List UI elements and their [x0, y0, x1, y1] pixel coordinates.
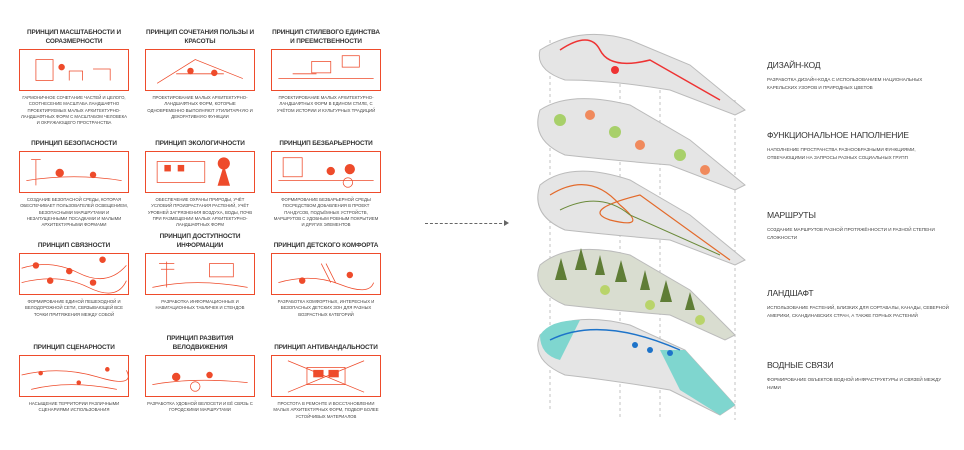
principle-description: Формирование единой пешеходной и велодор…: [25, 299, 123, 317]
principle-card: Принцип безопасности Создание безопасной…: [18, 128, 130, 230]
principle-illustration: [19, 355, 129, 397]
layer-description: Формирование объектов водной инфраструкт…: [767, 377, 942, 390]
layer-caption: Водные связиФормирование объектов водной…: [767, 360, 952, 391]
layer-design-code: [538, 33, 746, 116]
layer-water: [537, 318, 736, 416]
dashed-arrow: [425, 220, 509, 226]
principle-card: Принцип экологичности Обеспечение охраны…: [144, 128, 256, 230]
principle-title: Принцип безбарьерности: [279, 140, 373, 147]
layer-routes: [537, 170, 746, 266]
principle-title: Принцип экологичности: [155, 140, 245, 147]
principle-illustration: [19, 49, 129, 91]
layer-description: Наполнение пространства разнообразными ф…: [767, 147, 916, 160]
principle-card: Принцип доступности информации Разработк…: [144, 230, 256, 332]
layer-title: Маршруты: [767, 210, 816, 220]
principle-title: Принцип доступности информации: [159, 233, 241, 249]
principle-title: Принцип развития велодвижения: [166, 335, 234, 351]
principle-description: Разработка комфортных, интересных и безо…: [277, 299, 375, 317]
principle-card: Принцип стилевого единства и преемственн…: [270, 26, 382, 128]
principle-title: Принцип сценарности: [33, 344, 115, 351]
principle-title: Принцип сочетания пользы и красоты: [146, 29, 254, 45]
principle-card: Принцип безбарьерности Формирование безб…: [270, 128, 382, 230]
layers-axonometry: [537, 33, 746, 420]
principle-illustration: [19, 151, 129, 193]
principle-illustration: [271, 355, 381, 397]
principle-card: Принцип связности Формирование единой пе…: [18, 230, 130, 332]
principle-illustration: [271, 49, 381, 91]
principle-illustration: [19, 253, 129, 295]
principle-description: Разработка удобной велосети и её связь с…: [147, 401, 253, 413]
principle-description: Проектирование малых архитектурно-ландша…: [147, 95, 253, 119]
principle-description: Простота в ремонте и восстановлении малы…: [273, 401, 379, 419]
principle-description: Создание безопасной среды, которая обесп…: [20, 197, 128, 228]
layer-title: Дизайн-код: [767, 60, 821, 70]
layer-title: Функциональное наполнение: [767, 130, 909, 140]
layer-title: Водные связи: [767, 360, 834, 370]
layer-caption: Функциональное наполнениеНаполнение прос…: [767, 130, 952, 161]
principle-card: Принцип антивандальности Простота в ремо…: [270, 332, 382, 434]
principle-title: Принцип масштабности и соразмерности: [27, 29, 121, 45]
principle-card: Принцип масштабности и соразмерности Гар…: [18, 26, 130, 128]
layer-caption: МаршрутыСоздание маршрутов разной протяж…: [767, 210, 952, 241]
layer-landscape: [537, 248, 736, 341]
layer-title: Ландшафт: [767, 288, 814, 298]
principle-description: Проектирование малых архитектурно-ландша…: [276, 95, 376, 113]
principle-title: Принцип стилевого единства и преемственн…: [272, 29, 380, 45]
principle-description: Формирование безбарьерной среды посредст…: [273, 197, 379, 228]
principle-card: Принцип развития велодвижения Разработка…: [144, 332, 256, 434]
principle-description: Насыщение территории различными сценария…: [28, 401, 120, 413]
principle-illustration: [145, 151, 255, 193]
principle-description: Разработка информационных и навигационны…: [155, 299, 245, 311]
principle-illustration: [271, 253, 381, 295]
layer-functions: [537, 98, 746, 191]
principle-card: Принцип детского комфорта Разработка ком…: [270, 230, 382, 332]
principle-title: Принцип безопасности: [31, 140, 117, 147]
layer-caption: ЛандшафтИспользование растений, близких …: [767, 288, 952, 319]
layer-description: Создание маршрутов разной протяжённости …: [767, 227, 935, 240]
layer-description: Использование растений, близких для Сорт…: [767, 305, 949, 318]
layer-description: Разработка дизайн-кода с использованием …: [767, 77, 923, 90]
principle-illustration: [145, 253, 255, 295]
principle-description: Гармоничное сочетание частей и целого, с…: [20, 95, 128, 126]
principle-illustration: [145, 49, 255, 91]
principle-title: Принцип связности: [37, 242, 111, 249]
principle-illustration: [271, 151, 381, 193]
principle-card: Принцип сочетания пользы и красоты Проек…: [144, 26, 256, 128]
principle-description: Обеспечение охраны природы, учёт условий…: [147, 197, 253, 228]
principle-illustration: [145, 355, 255, 397]
principle-title: Принцип антивандальности: [274, 344, 378, 351]
principle-title: Принцип детского комфорта: [273, 242, 379, 249]
principles-grid: Принцип масштабности и соразмерности Гар…: [18, 26, 382, 434]
principle-card: Принцип сценарности Насыщение территории…: [18, 332, 130, 434]
layer-caption: Дизайн-кодРазработка дизайн-кода с испол…: [767, 60, 952, 91]
